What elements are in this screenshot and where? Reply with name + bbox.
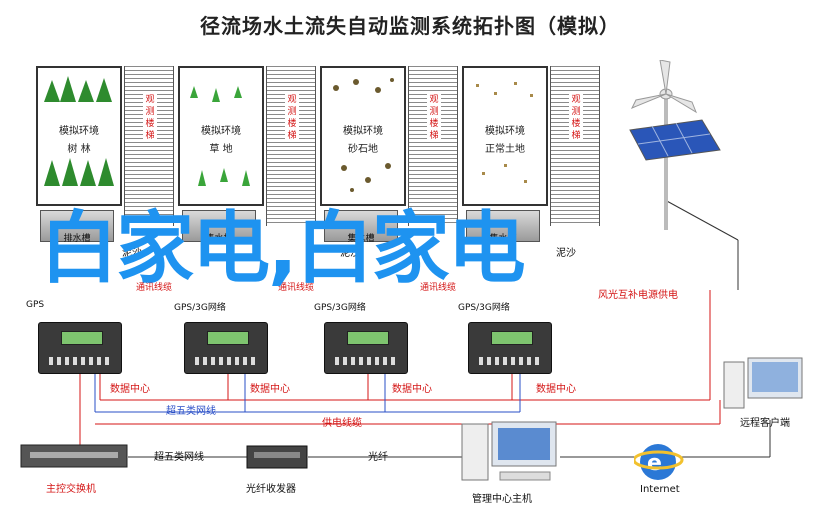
gravel-icon	[333, 78, 394, 192]
sediment-label: 泥沙	[122, 248, 142, 259]
collect-tank: 集水槽	[466, 210, 540, 244]
stair-label: 观测楼梯	[427, 94, 441, 142]
data-center-label: 数据中心	[392, 384, 432, 395]
page-title: 径流场水土流失自动监测系统拓扑图（模拟）	[200, 14, 620, 38]
gps-label: GPS/3G网络	[174, 300, 226, 313]
remote-client-icon	[723, 357, 803, 409]
env-soil: 模拟环境 正常土地	[462, 66, 548, 206]
tank-label: 集水槽	[205, 234, 233, 244]
gps-label: GPS/3G网络	[458, 300, 510, 313]
tree-icon	[44, 76, 114, 186]
observation-stair: 观测楼梯	[266, 66, 316, 226]
comm-cable-label: 通讯线缆	[420, 283, 457, 293]
stair-label: 观测楼梯	[285, 94, 299, 142]
tank-label: 排水槽	[63, 234, 91, 244]
env-label-1: 模拟环境	[343, 126, 383, 137]
transceiver-label: 光纤收发器	[246, 484, 296, 495]
switch-label: 主控交换机	[46, 484, 96, 495]
internet-label: Internet	[640, 484, 680, 495]
network-cable-label-2: 超五类网线	[154, 452, 204, 463]
stair-label: 观测楼梯	[143, 94, 157, 142]
svg-text:e: e	[647, 451, 662, 476]
env-gravel: 模拟环境 砂石地	[320, 66, 406, 206]
data-center-label: 数据中心	[250, 384, 290, 395]
data-logger	[38, 322, 122, 374]
network-cable-label: 超五类网线	[166, 406, 216, 417]
wind-solar-icon	[629, 60, 721, 230]
observation-stair: 观测楼梯	[550, 66, 600, 226]
env-label-2: 正常土地	[485, 144, 525, 155]
env-label-2: 草 地	[209, 144, 233, 155]
gps-label: GPS	[26, 300, 45, 310]
power-cable-label: 供电线缆	[322, 418, 362, 429]
observation-stair: 观测楼梯	[408, 66, 458, 226]
host-computer-icon	[461, 421, 557, 481]
overlay-text: 白家电,白家电	[40, 204, 526, 294]
switch-icon	[20, 444, 128, 468]
tank-label: 集水槽	[489, 234, 517, 244]
stair-label: 观测楼梯	[569, 94, 583, 142]
gps-label: GPS/3G网络	[314, 300, 366, 313]
data-center-label: 数据中心	[110, 384, 150, 395]
data-logger	[184, 322, 268, 374]
internet-icon: e	[634, 444, 684, 480]
env-label-1: 模拟环境	[59, 126, 99, 137]
soil-icon	[476, 82, 533, 183]
observation-stair: 观测楼梯	[124, 66, 174, 226]
tank-label: 集水槽	[347, 234, 375, 244]
sediment-label: 泥沙	[340, 248, 360, 259]
collect-tank: 集水槽	[324, 210, 398, 244]
data-logger	[468, 322, 552, 374]
data-logger	[324, 322, 408, 374]
drain-tank: 排水槽	[40, 210, 114, 244]
transceiver-icon	[246, 445, 308, 469]
grass-icon	[190, 86, 250, 186]
data-center-label: 数据中心	[536, 384, 576, 395]
wind-solar-supply-label: 风光互补电源供电	[598, 290, 678, 301]
host-label: 管理中心主机	[472, 494, 532, 505]
remote-client-label: 远程客户端	[740, 418, 790, 429]
env-label-2: 树 林	[67, 144, 91, 155]
sediment-label: 泥沙	[556, 248, 576, 259]
env-label-1: 模拟环境	[201, 126, 241, 137]
fiber-label: 光纤	[368, 452, 388, 463]
env-forest: 模拟环境 树 林	[36, 66, 122, 206]
comm-cable-label: 通讯线缆	[136, 283, 173, 293]
comm-cable-label: 通讯线缆	[278, 283, 315, 293]
collect-tank: 集水槽	[182, 210, 256, 244]
env-grass: 模拟环境 草 地	[178, 66, 264, 206]
env-label-1: 模拟环境	[485, 126, 525, 137]
env-label-2: 砂石地	[348, 144, 378, 155]
